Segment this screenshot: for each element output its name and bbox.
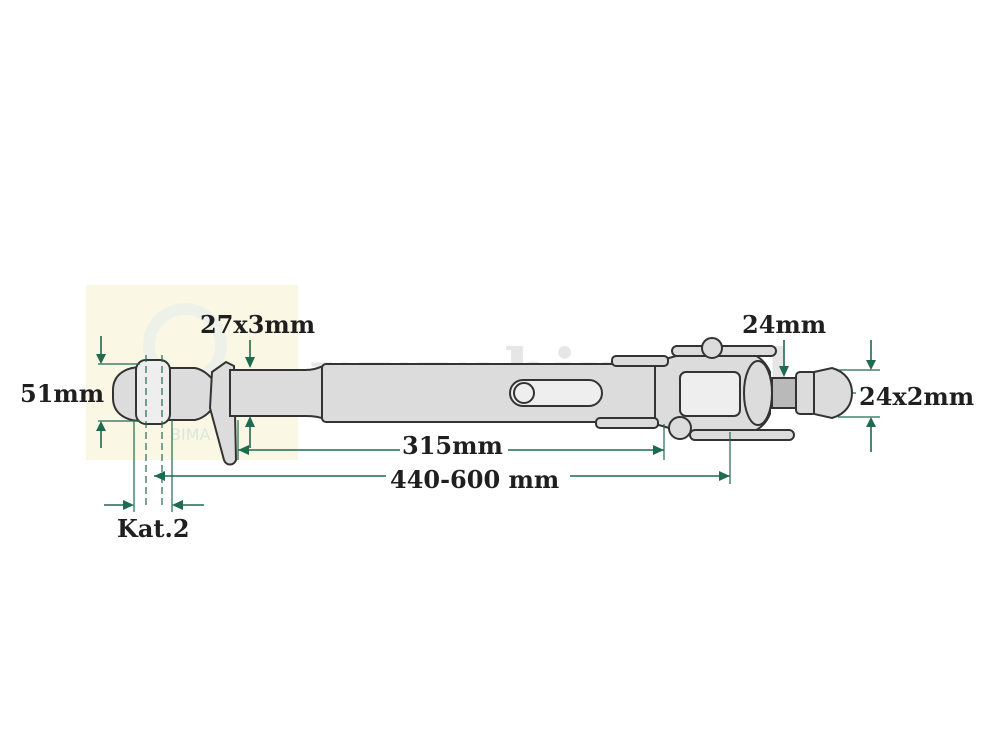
dim-51mm-arrow-bottom (96, 421, 106, 431)
dim-kat2-arrow-left (123, 500, 134, 510)
tube-body (321, 363, 668, 423)
dim-27x3mm-arrow-top (245, 357, 255, 368)
dim-total-arrow-right (719, 471, 730, 481)
dim-27x3mm-arrow-bottom (245, 416, 255, 427)
dim-total-arrow-left (154, 471, 165, 481)
threaded-end (743, 360, 854, 426)
clevis-pin-ring (668, 416, 692, 440)
thread-screw (771, 377, 799, 409)
clevis-pin-head-top (701, 337, 723, 359)
dim-51mm-label: 51mm (20, 379, 104, 408)
dim-24x2mm-arrow-bottom (866, 417, 876, 427)
dim-440-600mm: 440-600 mm (154, 432, 731, 494)
dim-total-label-bg (386, 462, 570, 490)
clevis-window (679, 371, 741, 417)
main-tube (229, 362, 668, 423)
thread-cap (813, 366, 854, 420)
dim-24mm: 24mm (742, 310, 826, 377)
clevis-clip-bottom (595, 417, 659, 429)
dim-24mm-arrow (779, 366, 789, 377)
watermark-logo-text: BIMA (170, 425, 211, 444)
dim-24x2mm: 24x2mm (838, 340, 974, 452)
tube-slot-hole (513, 382, 535, 404)
ball-joint (112, 355, 216, 505)
dim-24mm-label: 24mm (742, 310, 826, 339)
clevis-clip-top (611, 355, 669, 367)
tube-neck (229, 362, 331, 422)
dim-24x2mm-label: 24x2mm (859, 382, 974, 411)
thread-collar (743, 360, 773, 426)
dim-27x3mm-label: 27x3mm (200, 310, 315, 339)
dim-315mm-arrow-right (653, 445, 664, 455)
ball-joint-bore (135, 359, 171, 425)
clevis-pin-bottom (689, 429, 795, 441)
clevis-pin-top (671, 345, 777, 357)
dim-total-label: 440-600 mm (390, 465, 559, 494)
dim-kat2-arrow-right (172, 500, 183, 510)
dim-315mm-label-bg (400, 432, 508, 458)
dim-315mm: 315mm (237, 420, 665, 460)
tube-slot (509, 379, 603, 407)
dim-kat2-label: Kat.2 (117, 514, 190, 543)
dim-24x2mm-arrow-top (866, 360, 876, 370)
dim-315mm-label: 315mm (402, 431, 503, 460)
dim-51mm-arrow-top (96, 354, 106, 364)
dim-27x3mm: 27x3mm (200, 310, 315, 448)
dim-51mm: 51mm (20, 336, 140, 448)
clevis-fork (595, 337, 795, 441)
dim-kat2: Kat.2 (104, 420, 204, 543)
dim-315mm-arrow-left (238, 445, 249, 455)
